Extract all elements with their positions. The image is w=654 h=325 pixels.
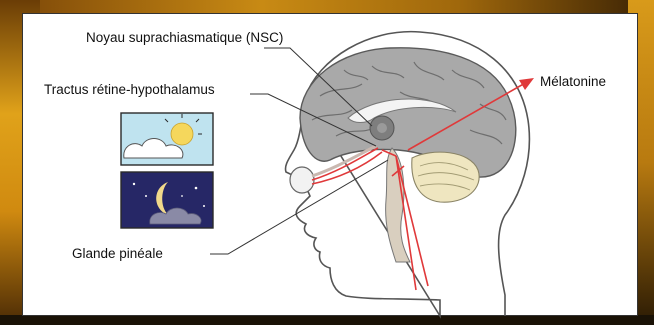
cerebellum: [412, 152, 479, 202]
moon-cloud-icon: [121, 172, 213, 228]
melatonin-arrowhead: [519, 78, 534, 90]
brain-cerebrum: [300, 48, 516, 177]
label-pineal-gland: Glande pinéale: [72, 246, 163, 261]
thalamus-core: [377, 123, 387, 133]
label-melatonin: Mélatonine: [540, 74, 606, 89]
label-nsc: Noyau suprachiasmatique (NSC): [86, 30, 283, 45]
sun-cloud-icon: [121, 113, 213, 165]
label-retinohypothalamic-tract: Tractus rétine-hypothalamus: [44, 82, 215, 97]
eye: [290, 167, 314, 193]
